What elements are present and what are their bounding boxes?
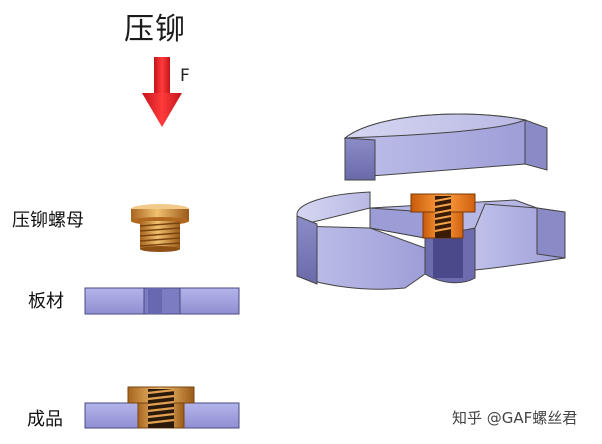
diagram-title: 压铆	[124, 12, 186, 47]
label-press-nut: 压铆螺母	[12, 210, 84, 231]
watermark: 知乎 @GAF螺丝君	[452, 409, 578, 427]
sheet-plate-illustration	[84, 287, 240, 315]
force-arrow-icon	[142, 57, 182, 127]
press-nut-illustration	[131, 204, 189, 252]
finished-product-illustration	[84, 386, 240, 429]
press-die-3d-illustration	[296, 113, 566, 290]
force-label: F	[180, 66, 190, 86]
label-sheet: 板材	[28, 291, 64, 312]
label-product: 成品	[27, 409, 63, 430]
